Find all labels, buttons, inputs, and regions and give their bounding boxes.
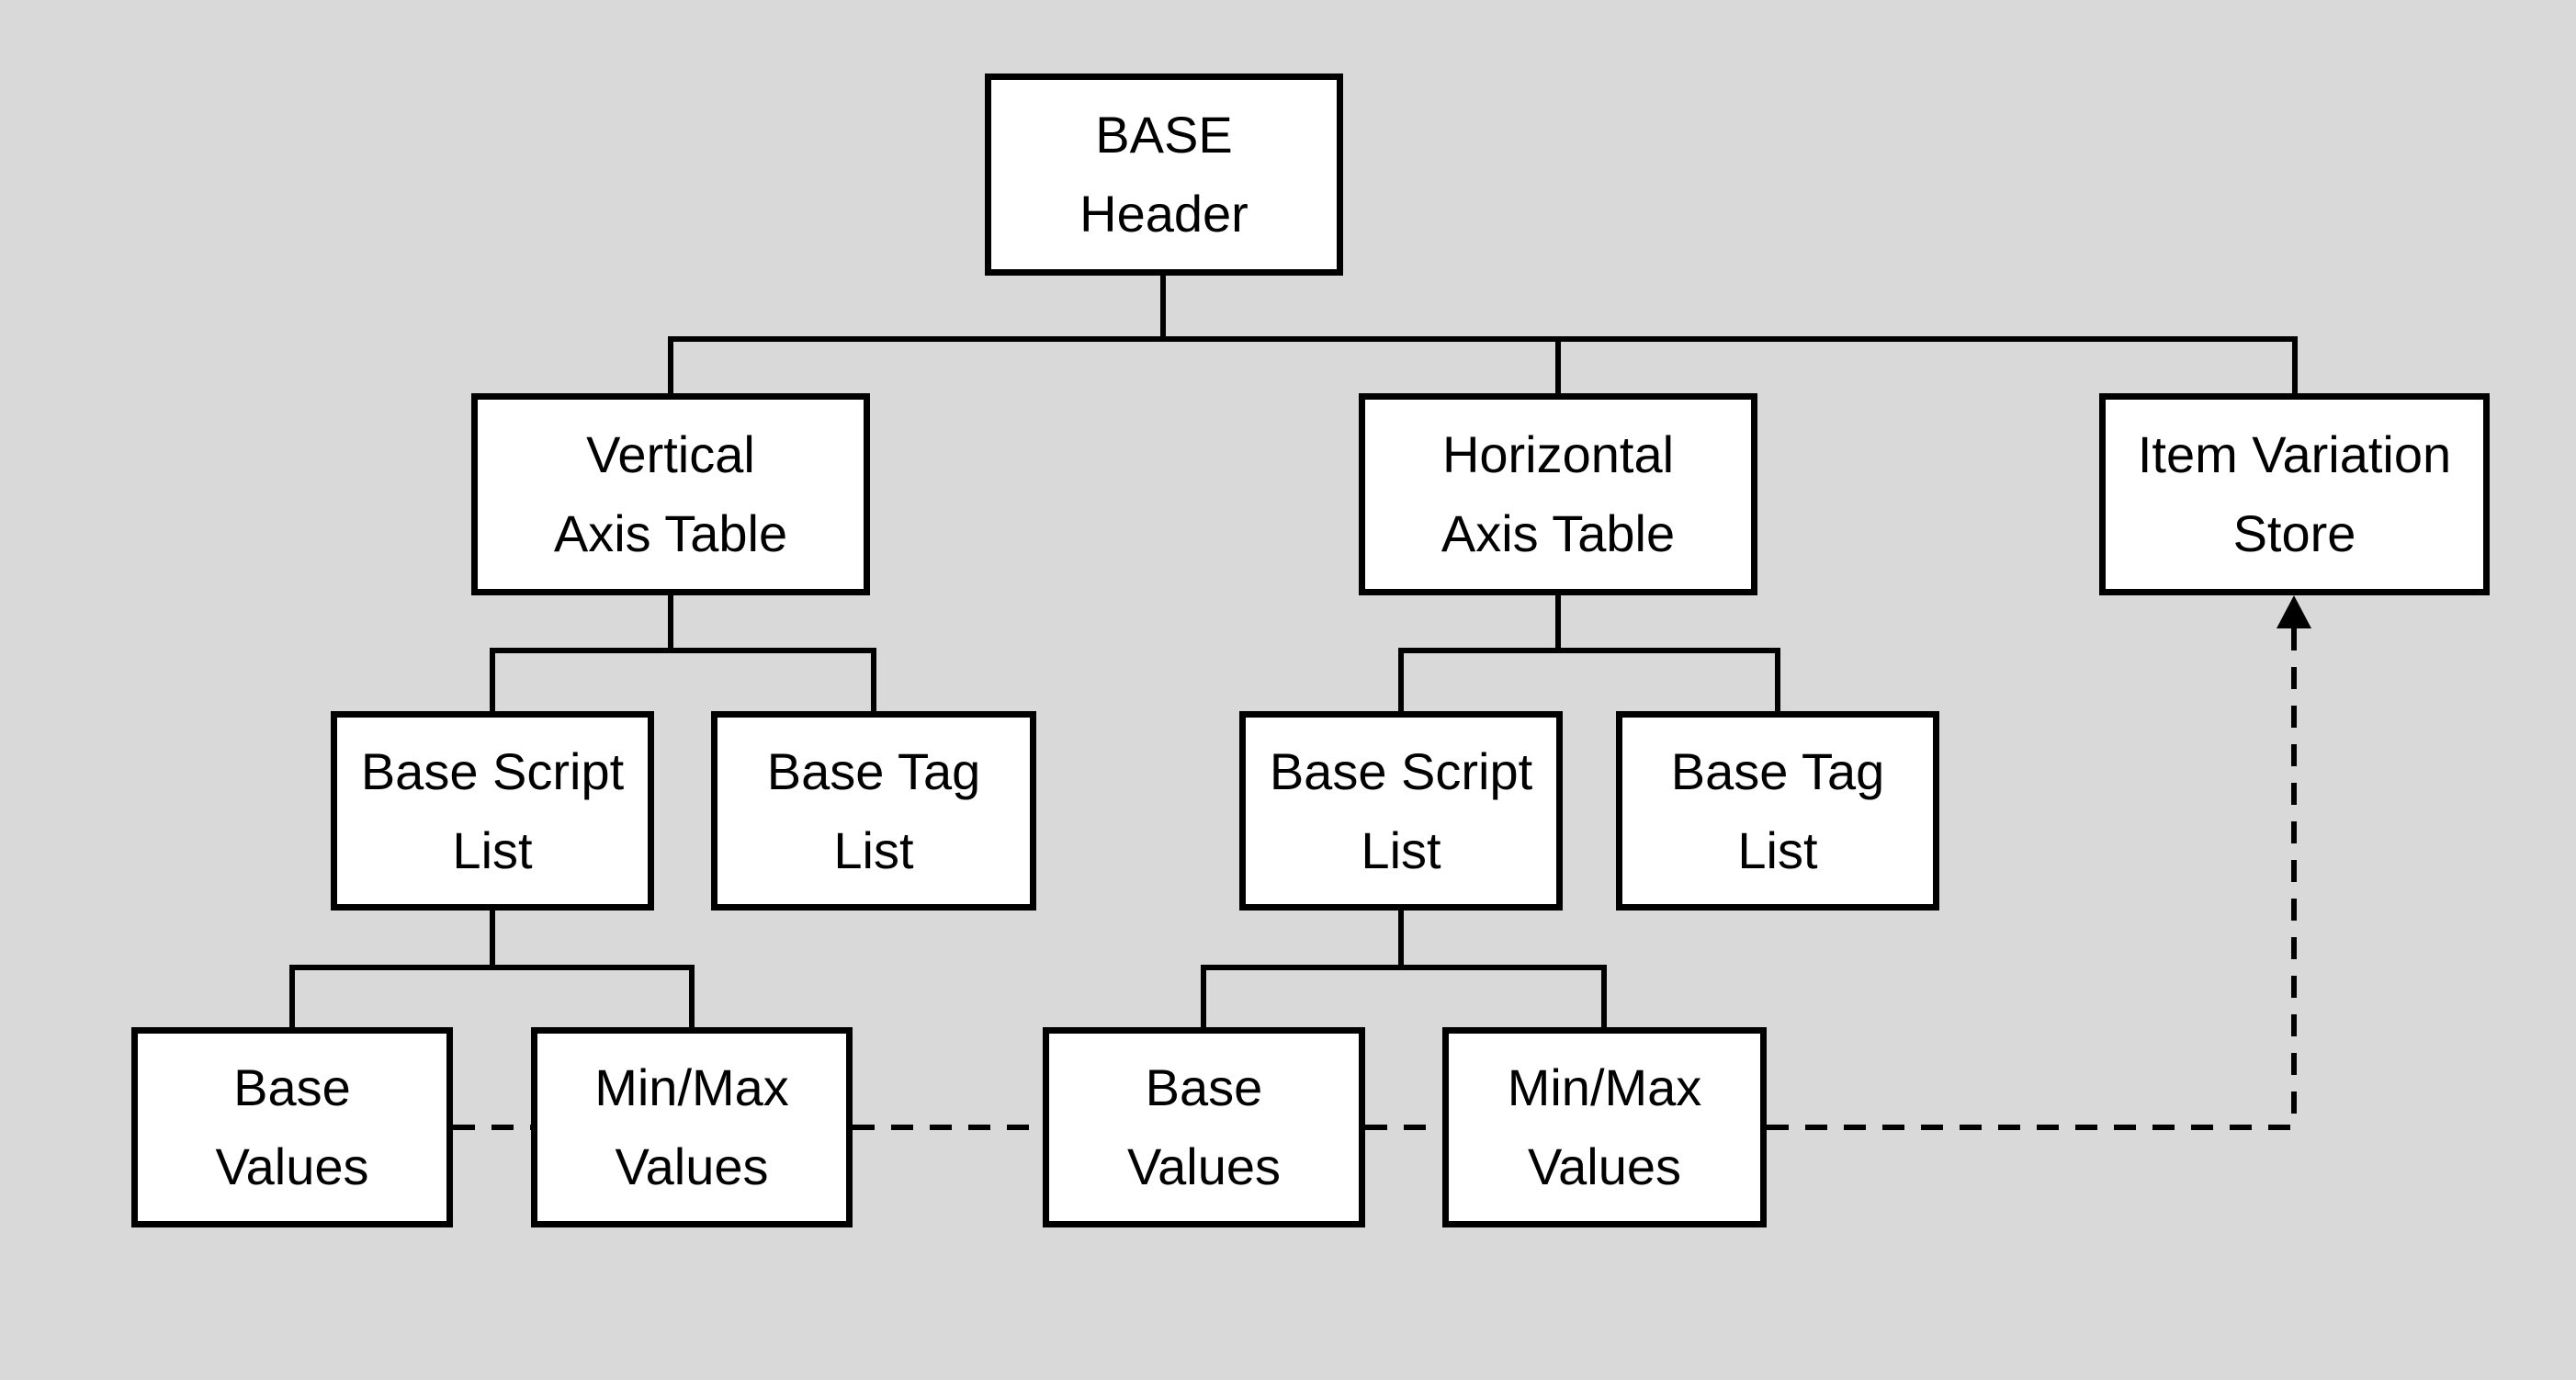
- node-item-variation-store: Item Variation Store: [2099, 393, 2490, 595]
- node-vertical-minmax-values: Min/Max Values: [531, 1027, 853, 1227]
- connector-vertical-children-bus: [490, 648, 876, 653]
- connector-drop-item-variation-store: [2292, 336, 2298, 393]
- connector-vertical-base-script-list-stem: [490, 911, 495, 970]
- node-horizontal-base-tag-list: Base Tag List: [1616, 711, 1939, 911]
- node-horizontal-minmax-values: Min/Max Values: [1442, 1027, 1767, 1227]
- connector-drop-vertical-base-tag-list: [871, 648, 876, 711]
- connector-vertical-values-bus: [289, 965, 695, 970]
- dashed-link-vertical-base-values-to-minmax: [453, 1125, 531, 1130]
- connector-horizontal-values-bus: [1201, 965, 1607, 970]
- connector-vertical-axis-table-stem: [668, 595, 673, 653]
- node-vertical-axis-table: Vertical Axis Table: [471, 393, 870, 595]
- connector-drop-horizontal-base-tag-list: [1775, 648, 1780, 711]
- connector-drop-vertical-minmax-values: [689, 965, 695, 1027]
- node-horizontal-axis-table: Horizontal Axis Table: [1359, 393, 1757, 595]
- dashed-link-to-item-variation-store-vertical: [2291, 628, 2297, 1130]
- arrowhead-up-icon: [2277, 595, 2311, 628]
- connector-drop-vertical-axis-table: [668, 336, 673, 393]
- connector-drop-horizontal-base-values: [1201, 965, 1206, 1027]
- dashed-link-horizontal-base-values-to-minmax: [1365, 1125, 1442, 1130]
- connector-horizontal-axis-table-stem: [1555, 595, 1561, 653]
- connector-level1-bus: [668, 336, 2298, 342]
- node-vertical-base-tag-list: Base Tag List: [711, 711, 1036, 911]
- node-horizontal-base-script-list: Base Script List: [1239, 711, 1563, 911]
- connector-drop-horizontal-base-script-list: [1398, 648, 1404, 711]
- node-base-header: BASE Header: [985, 74, 1343, 276]
- connector-drop-horizontal-minmax-values: [1601, 965, 1607, 1027]
- connector-drop-vertical-base-script-list: [490, 648, 495, 711]
- dashed-link-vertical-minmax-to-horizontal-base-values: [853, 1125, 1043, 1130]
- connector-base-header-stem: [1160, 273, 1166, 339]
- connector-drop-vertical-base-values: [289, 965, 295, 1027]
- connector-horizontal-base-script-list-stem: [1398, 911, 1404, 970]
- dashed-link-to-item-variation-store-horizontal: [1767, 1125, 2298, 1130]
- connector-drop-horizontal-axis-table: [1555, 336, 1561, 393]
- node-horizontal-base-values: Base Values: [1043, 1027, 1365, 1227]
- node-vertical-base-script-list: Base Script List: [331, 711, 654, 911]
- node-vertical-base-values: Base Values: [131, 1027, 453, 1227]
- connector-horizontal-children-bus: [1398, 648, 1780, 653]
